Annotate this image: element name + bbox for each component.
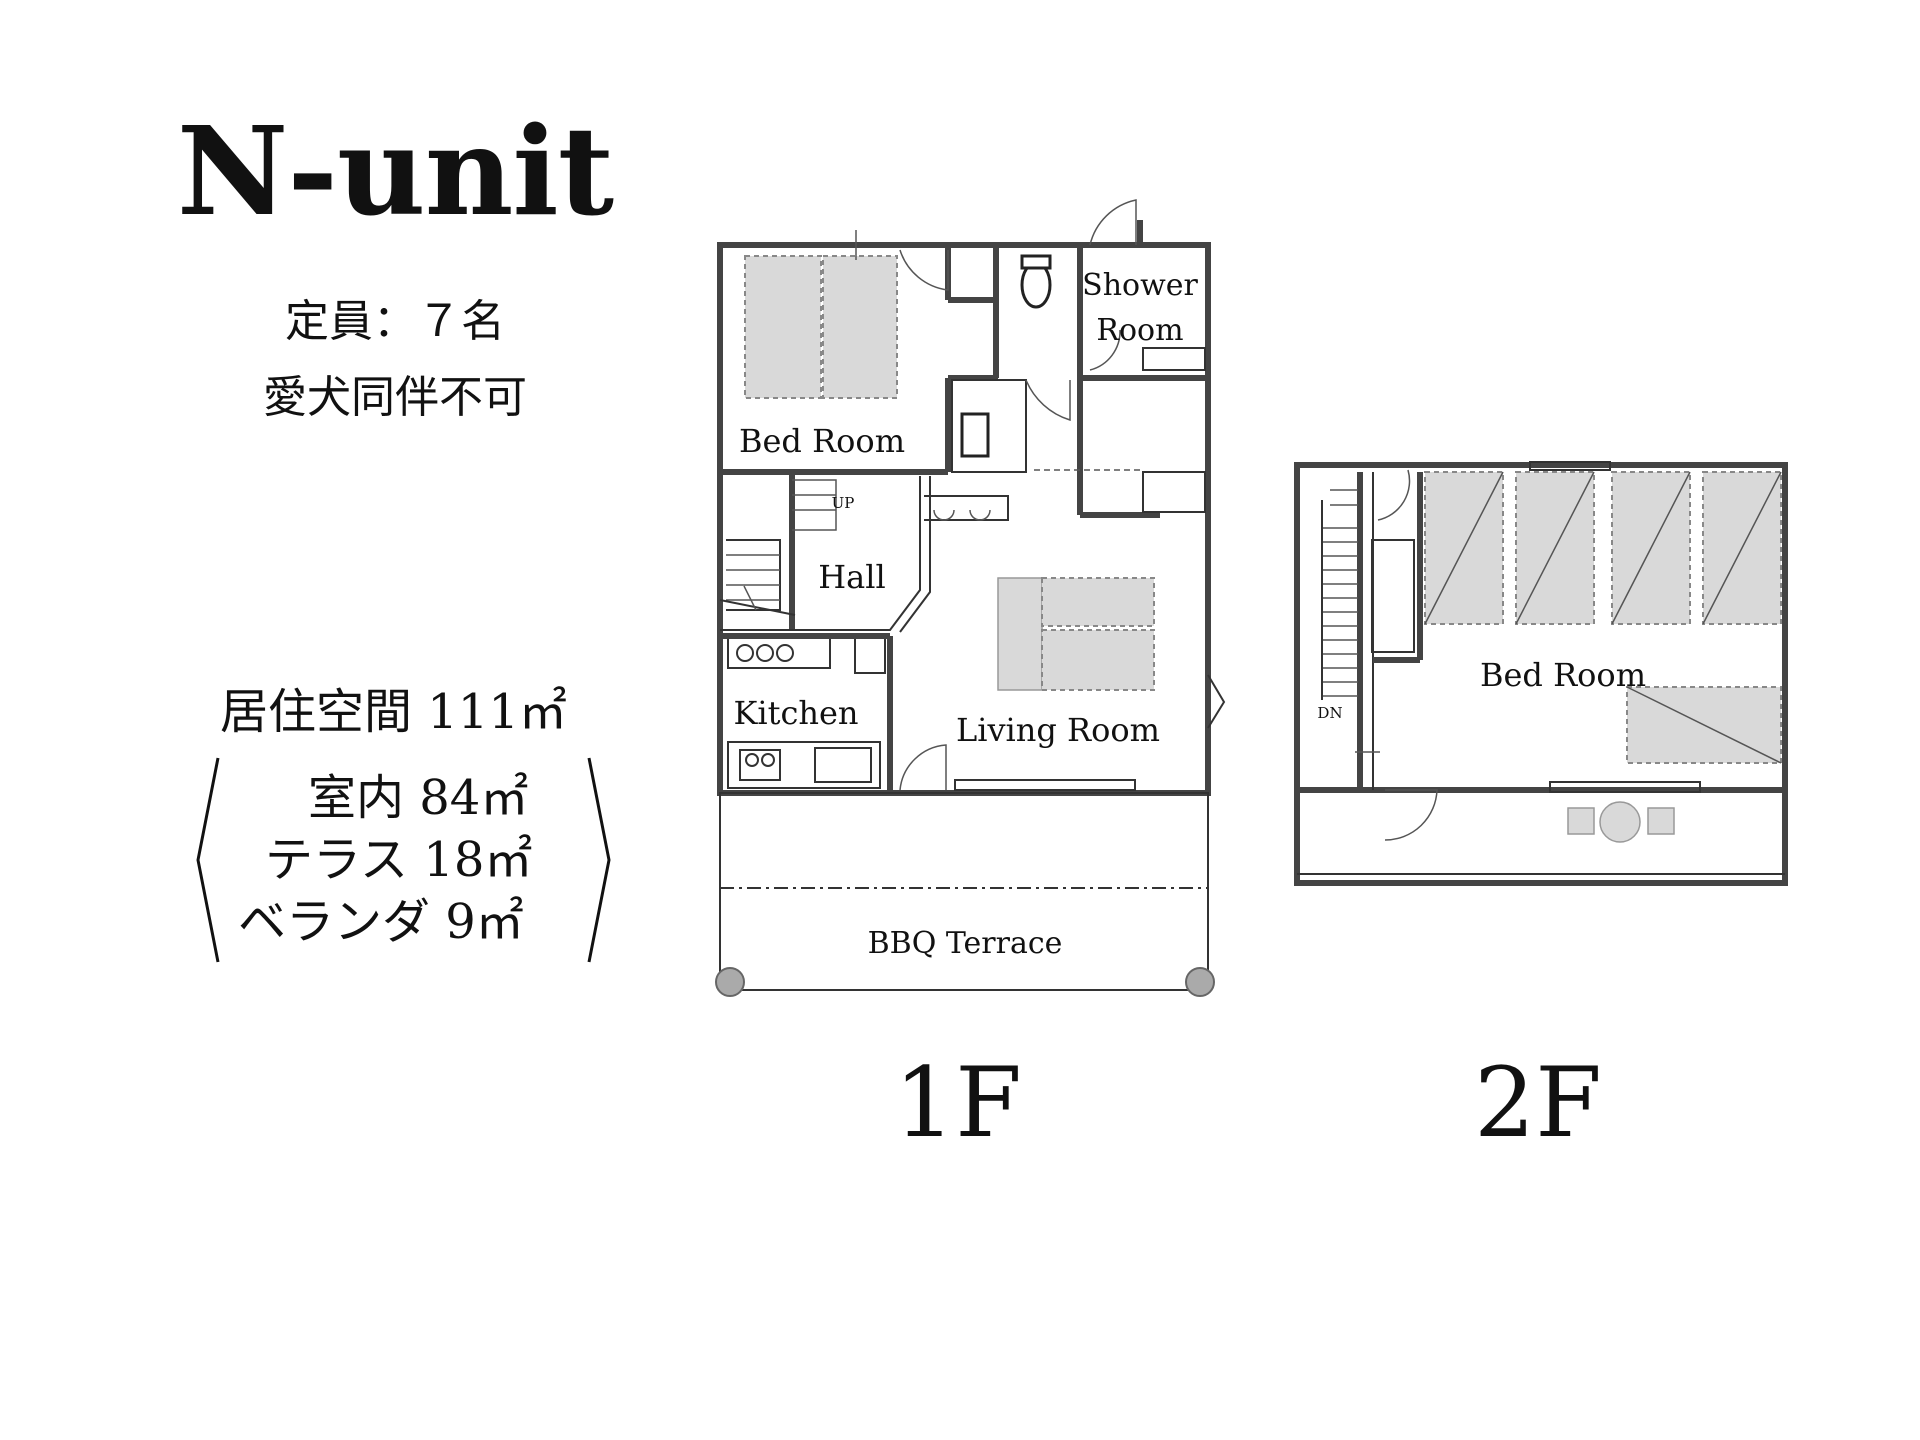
f2-bedroom-label: Bed Room	[1480, 656, 1646, 694]
terrace-area-text: テラス 18㎡	[265, 832, 533, 888]
pet-policy-text: 愛犬同伴不可	[263, 372, 527, 423]
total-area-text: 居住空間 111㎡	[220, 684, 567, 740]
f1-bedroom-label: Bed Room	[739, 422, 905, 460]
floor-plan-1f: Bed Room Shower Room Hall Kitchen Living…	[715, 199, 1226, 997]
f1-shower-label-line2: Room	[1096, 313, 1183, 348]
right-bracket	[587, 757, 611, 963]
veranda-area-text: ベランダ 9㎡	[238, 894, 524, 950]
floor1-label: 1F	[894, 1047, 1022, 1159]
capacity-text: 定員：７名	[285, 296, 505, 347]
terrace-post-right	[1185, 967, 1215, 997]
f1-shower-label-line1: Shower	[1082, 268, 1198, 303]
unit-title: N-unit	[176, 99, 614, 243]
f1-kitchen-label: Kitchen	[733, 694, 858, 732]
floor2-label: 2F	[1474, 1047, 1602, 1159]
f1-hall-label: Hall	[818, 558, 885, 596]
floor-plan-2f: Bed Room DN	[1294, 461, 1788, 886]
terrace-post-left	[715, 967, 745, 997]
floor-plans: Bed Room Shower Room Hall Kitchen Living…	[715, 199, 1788, 997]
left-bracket	[196, 757, 220, 963]
f2-stair-down-mark: DN	[1317, 704, 1342, 722]
floor2-outline	[1294, 462, 1788, 886]
f1-stair-up-mark: UP	[832, 494, 855, 512]
indoor-area-text: 室内 84㎡	[308, 770, 529, 826]
f1-living-label: Living Room	[956, 711, 1160, 749]
f1-terrace-label: BBQ Terrace	[868, 926, 1063, 961]
